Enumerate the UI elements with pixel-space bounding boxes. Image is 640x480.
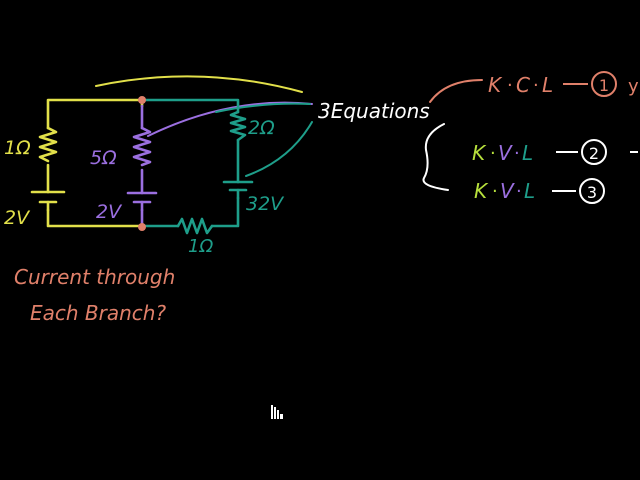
kcl-trailing-mark: y <box>628 76 639 97</box>
kvl1-v: V <box>498 141 513 165</box>
top-node <box>138 96 146 104</box>
right-resistor-label: 2Ω <box>248 117 275 139</box>
left-battery <box>30 190 66 212</box>
kvl2-k: K <box>474 179 489 203</box>
kcl-c: C <box>516 73 530 97</box>
kvl2-dot-1: · <box>492 181 498 202</box>
left-resistor <box>38 126 58 163</box>
kcl-equation-row: K · C · L 1 y <box>488 71 639 97</box>
question-line-1: Current through <box>14 265 175 289</box>
kvl1-k: K <box>472 141 487 165</box>
hand-pointer-icon <box>271 405 283 419</box>
kcl-k: K <box>488 73 503 97</box>
equations-label: 3Equations <box>318 99 430 123</box>
equation-2-number: 2 <box>589 144 599 163</box>
right-battery-label: 32V <box>246 193 285 215</box>
kvl2-l: L <box>524 179 535 203</box>
bottom-resistor <box>176 217 214 235</box>
kvl2-dot-2: · <box>516 181 522 202</box>
kvl1-dot-1: · <box>490 143 496 164</box>
left-resistor-label: 1Ω <box>4 137 31 159</box>
middle-branch-wires <box>140 101 313 228</box>
kvl1-l: L <box>522 141 533 165</box>
equation-1-circle <box>591 71 617 97</box>
outer-loop-wires <box>46 75 303 228</box>
kvl1-dot-2: · <box>514 143 520 164</box>
middle-resistor <box>132 126 152 167</box>
right-resistor <box>229 110 247 142</box>
bottom-node <box>138 223 146 231</box>
equation-2-circle <box>581 139 607 165</box>
middle-battery <box>126 191 158 212</box>
equation-3-number: 3 <box>587 183 597 202</box>
right-battery <box>222 180 254 200</box>
equation-3-circle <box>579 178 605 204</box>
kvl-equation-row-2: K · V · L 3 <box>474 178 605 204</box>
kvl2-v: V <box>500 179 515 203</box>
kcl-l: L <box>542 73 553 97</box>
question-line-2: Each Branch? <box>30 301 166 325</box>
bottom-resistor-label: 1Ω <box>188 236 213 257</box>
kvl-equation-row-1: K · V · L 2 <box>472 139 638 165</box>
left-battery-label: 2V <box>4 207 31 229</box>
equation-1-number: 1 <box>599 76 609 95</box>
right-branch-wires <box>140 98 313 228</box>
kcl-dot-2: · <box>533 75 539 96</box>
middle-resistor-label: 5Ω <box>90 147 117 169</box>
kcl-connector <box>429 79 483 103</box>
middle-battery-label: 2V <box>96 201 123 223</box>
kvl-bracket <box>422 123 449 191</box>
kcl-dot-1: · <box>507 75 513 96</box>
